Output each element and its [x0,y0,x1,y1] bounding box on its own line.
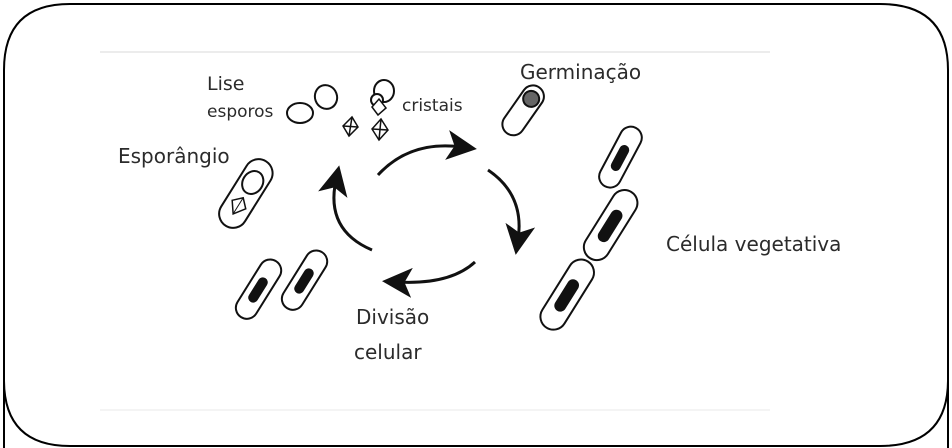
spore-2 [312,82,341,112]
label-lise: Lise [207,74,244,96]
label-celula-vegetativa: Célula vegetativa [666,233,841,256]
cycle-arrow-top [378,146,462,175]
frame-bottom-curve [4,380,948,446]
crystals [343,99,388,140]
label-divisao-line2: celular [354,341,422,364]
cycle-arrow-bottom [397,262,475,282]
vegetative-cell-single [595,123,645,192]
spore-1 [287,103,313,123]
label-esporos: esporos [207,103,273,123]
label-esporangio: Esporângio [118,145,230,168]
germinating-cell [498,81,548,139]
label-germinacao: Germinação [520,61,641,84]
dividing-cells [232,246,332,323]
outer-frame [4,4,948,448]
label-divisao-line1: Divisão [356,306,429,329]
label-cristais: cristais [402,97,463,117]
vegetative-cell-dividing [536,185,643,334]
cycle-arrow-left [334,180,372,250]
cycle-arrow-right [488,170,519,240]
